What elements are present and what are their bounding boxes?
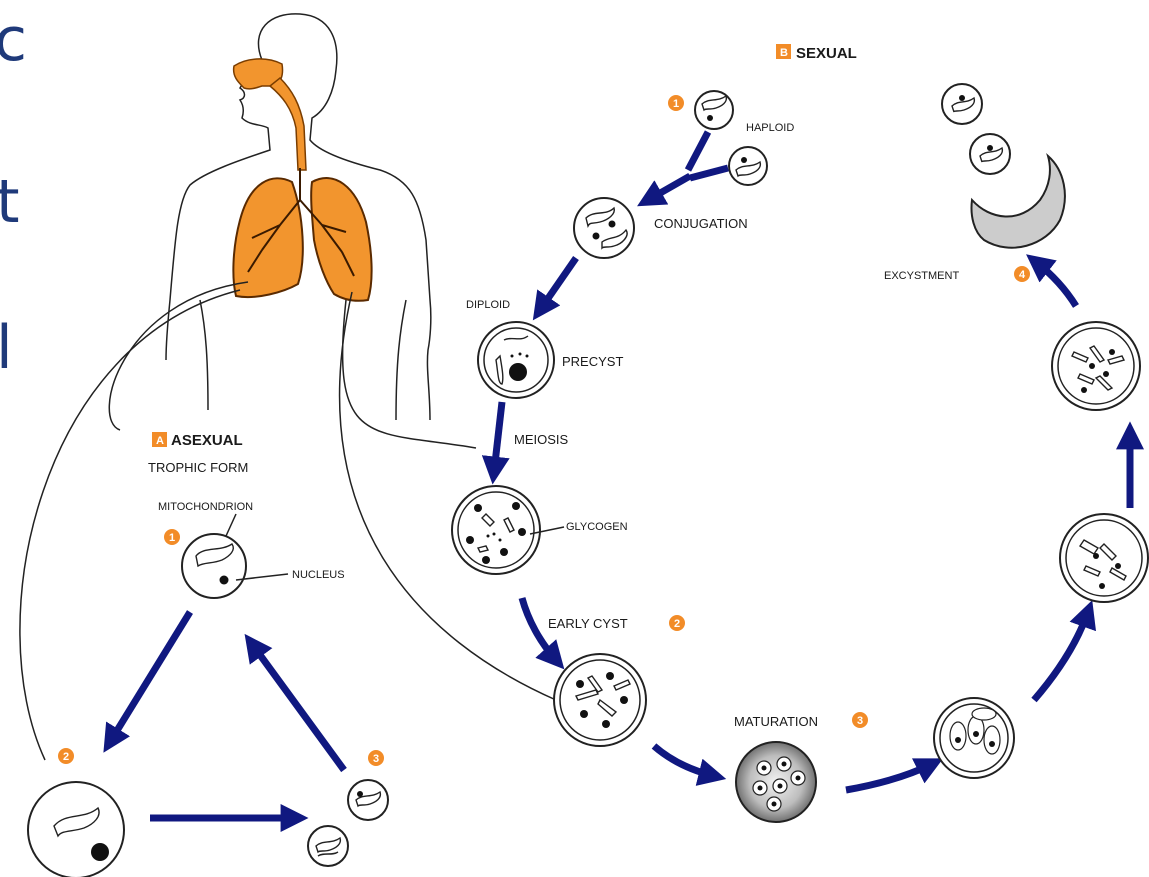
mature-cyst-cell	[1052, 322, 1140, 410]
slide-fragment-1: c	[0, 5, 27, 75]
sexual-cycle: B SEXUAL 1 HAPLOID CONJUGATION DIPLOID	[452, 44, 1148, 822]
asexual-arrow-1	[110, 612, 190, 742]
late-cyst-cell-1	[934, 698, 1014, 778]
mature-cyst-to-excystment-arrow	[1036, 262, 1076, 306]
daughter-cells	[308, 780, 388, 866]
left-lung	[311, 178, 371, 301]
released-trophozoite-1	[942, 84, 982, 124]
released-trophozoite-2	[970, 134, 1010, 174]
precyst-cell	[478, 322, 554, 398]
glycogen-label: GLYCOGEN	[566, 521, 628, 533]
mitochondrion-label: MITOCHONDRION	[158, 501, 253, 513]
excystment-label: EXCYSTMENT	[884, 270, 959, 282]
asexual-cycle: A ASEXUAL TROPHIC FORM MITOCHONDRION 1 N…	[28, 432, 388, 877]
haploid-cell-2	[729, 147, 767, 185]
conjugation-arrow-b	[690, 168, 728, 178]
respiratory-tract	[233, 59, 371, 301]
asexual-title: ASEXUAL	[171, 432, 243, 449]
trophic-cell	[182, 534, 246, 598]
nucleus-label: NUCLEUS	[292, 569, 345, 581]
conjugation-arrow-a	[688, 132, 708, 170]
conjugation-arrow	[648, 176, 690, 200]
early-cyst-label: EARLY CYST	[548, 616, 628, 631]
trophic-form-label: TROPHIC FORM	[148, 460, 248, 475]
maturation-cell	[736, 742, 816, 822]
late-cyst-cell-2	[1060, 514, 1148, 602]
right-lung	[233, 178, 302, 297]
asexual-step-1: 1	[169, 532, 175, 544]
sexual-letter: B	[780, 47, 788, 59]
haploid-cell-1	[695, 91, 733, 129]
meiosis-label: MEIOSIS	[514, 432, 569, 447]
precyst-to-meiosis-arrow	[494, 402, 502, 472]
maturation-label: MATURATION	[734, 714, 818, 729]
asexual-letter: A	[156, 435, 164, 447]
conjugation-to-precyst-arrow	[540, 258, 576, 310]
sexual-step-4: 4	[1019, 269, 1026, 281]
sexual-step-3: 3	[857, 715, 863, 727]
asexual-arrow-3	[252, 644, 344, 770]
sexual-step-1: 1	[673, 98, 679, 110]
haploid-label: HAPLOID	[746, 122, 794, 134]
conjugation-label: CONJUGATION	[654, 216, 748, 231]
slide-fragment-3: l	[0, 313, 13, 383]
glycogen-cell	[452, 486, 540, 574]
early-cyst-to-maturation-arrow	[654, 746, 714, 776]
enlarged-trophic-cell	[28, 782, 124, 877]
maturation-to-late-cyst-arrow	[846, 764, 932, 790]
sexual-title: SEXUAL	[796, 45, 857, 62]
late-cyst-to-cyst-2-arrow	[1034, 612, 1088, 700]
asexual-step-3: 3	[373, 753, 379, 765]
precyst-label: PRECYST	[562, 354, 623, 369]
early-cyst-cell	[554, 654, 646, 746]
diploid-label: DIPLOID	[466, 299, 510, 311]
slide-fragment-2: t	[0, 167, 20, 237]
slide-fragment-text: c t l	[0, 5, 27, 383]
conjugation-cell	[574, 198, 634, 258]
asexual-step-2: 2	[63, 751, 69, 763]
sexual-step-2: 2	[674, 618, 680, 630]
